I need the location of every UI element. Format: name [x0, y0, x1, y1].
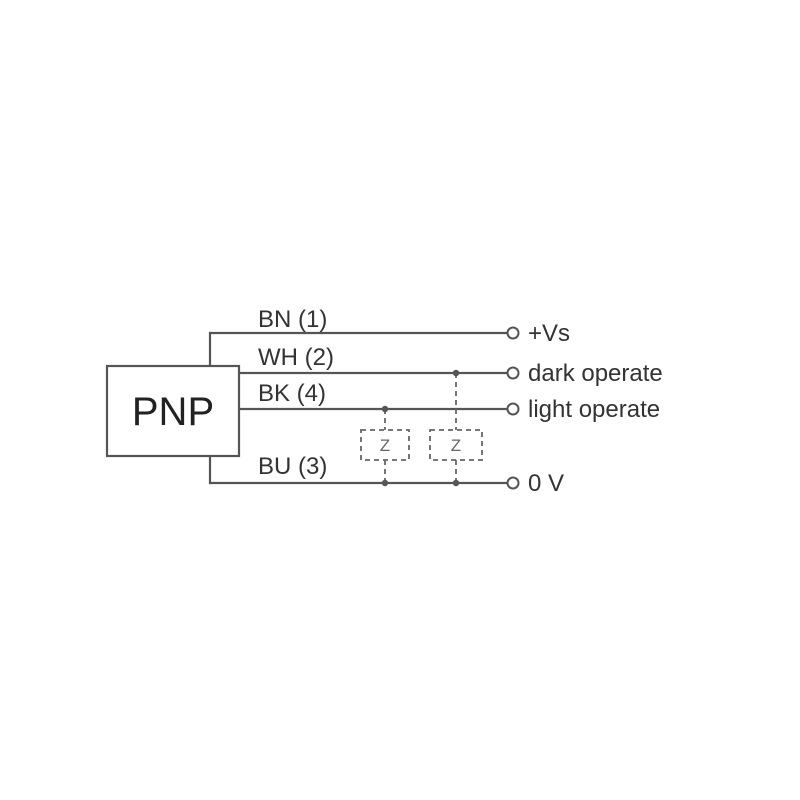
junction-bu-load-1: [381, 479, 389, 487]
junction-wh-load-2: [452, 369, 460, 377]
terminal-bn[interactable]: [506, 326, 520, 340]
wire-label-wh: WH (2): [258, 344, 334, 371]
terminal-label-bn: +Vs: [528, 320, 570, 347]
load-2-label: Z: [451, 436, 461, 455]
wire-label-bu: BU (3): [258, 453, 327, 480]
terminal-wh[interactable]: [506, 366, 520, 380]
terminal-bk[interactable]: [506, 402, 520, 416]
load-1-label: Z: [380, 436, 390, 455]
sensor-box: [105, 364, 241, 458]
terminal-label-wh: dark operate: [528, 360, 663, 387]
junction-bk-load-1: [381, 405, 389, 413]
wire-bu: [208, 456, 507, 485]
sensor-label: PNP: [132, 390, 214, 434]
wire-label-bn: BN (1): [258, 306, 327, 333]
terminal-label-bu: 0 V: [528, 470, 564, 497]
wire-label-bk: BK (4): [258, 380, 326, 407]
wire-bn: [208, 331, 507, 366]
junction-bu-load-2: [452, 479, 460, 487]
terminal-bu[interactable]: [506, 476, 520, 490]
terminal-label-bk: light operate: [528, 396, 660, 423]
